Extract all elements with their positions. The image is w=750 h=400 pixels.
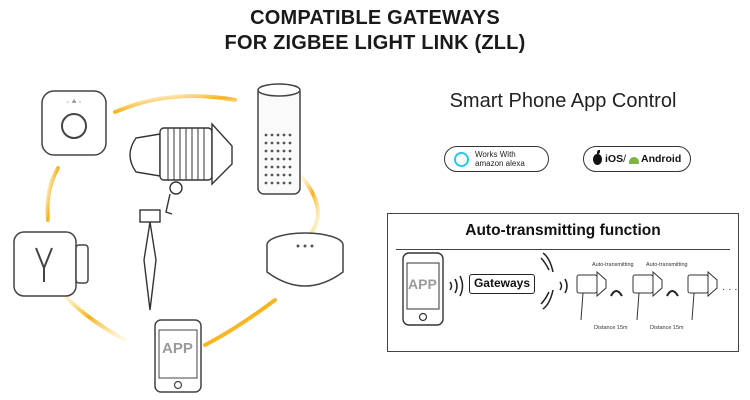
light-label-1: Auto-transmitting [592, 262, 634, 268]
alexa-badge-line1: Works With [475, 150, 516, 159]
light-label-2: Auto-transmitting [646, 262, 688, 268]
gateway-circle-diagram: ◦ ≗ ◦ [13, 83, 344, 393]
small-phone-icon [402, 252, 444, 326]
gateways-box: Gateways [469, 274, 535, 294]
alexa-badge-line2: amazon alexa [475, 159, 525, 168]
auto-transmit-panel: Auto-transmitting function [387, 213, 739, 352]
hub-bridge-icon: ◦ ≗ ◦ [41, 90, 107, 156]
auto-transmit-title: Auto-transmitting function [465, 222, 661, 239]
title-line-1: COMPATIBLE GATEWAYS [250, 7, 500, 29]
app-control-heading: Smart Phone App Control [449, 90, 677, 112]
spotlight-icon [129, 122, 233, 311]
os-badge: iOS/ Android [583, 146, 691, 172]
spotlight-small-icon [576, 270, 718, 321]
auto-transmit-diagram: · · · [402, 252, 738, 326]
ios-label: iOS [605, 153, 624, 165]
round-gateway-icon [266, 232, 344, 287]
small-app-label: APP [408, 276, 437, 292]
ellipsis: · · · [722, 284, 738, 295]
os-separator: / [623, 153, 627, 165]
alexa-badge: Works With amazon alexa [444, 146, 549, 172]
arrow-icon [610, 290, 679, 297]
svg-text:◦ ≗ ◦: ◦ ≗ ◦ [66, 99, 82, 106]
distance-label-1: Distance 15m [594, 325, 628, 331]
divider [396, 249, 730, 250]
title-line-2: FOR ZIGBEE LIGHT LINK (ZLL) [224, 32, 526, 54]
apple-icon [593, 149, 602, 165]
phone-app-label: APP [162, 340, 193, 357]
smart-speaker-icon [257, 83, 301, 195]
signal-wave-icon [449, 252, 568, 310]
distance-label-2: Distance 15m [650, 325, 684, 331]
smartphone-icon [154, 319, 202, 393]
alexa-icon [454, 151, 469, 167]
android-icon [629, 156, 640, 164]
android-label: Android [641, 153, 682, 165]
plug-gateway-icon [13, 231, 89, 297]
